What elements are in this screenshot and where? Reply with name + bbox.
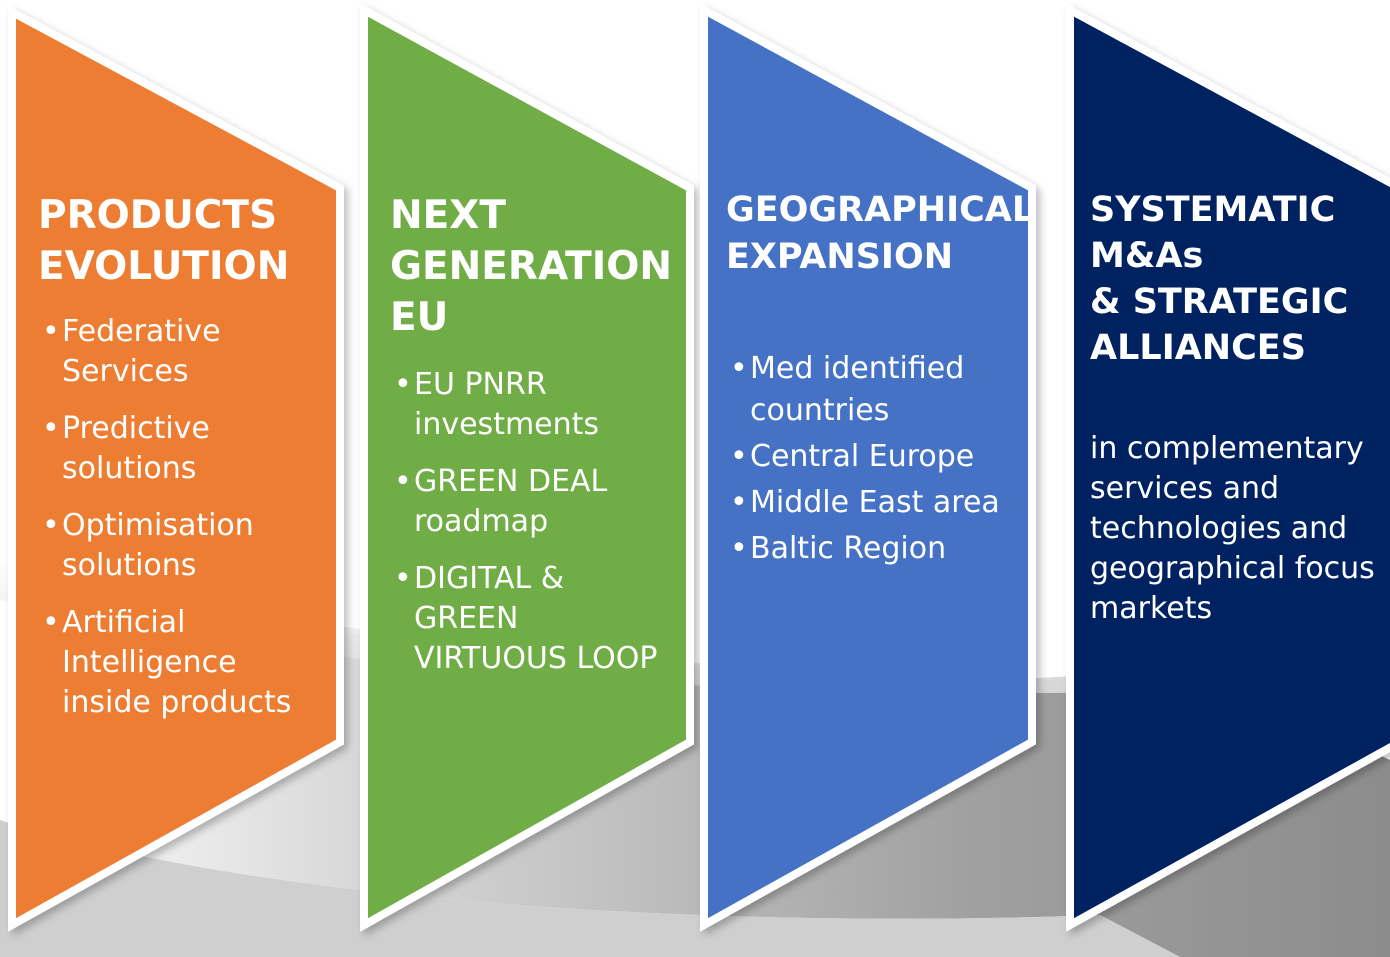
list-item-label: DIGITAL & GREEN VIRTUOUS LOOP bbox=[414, 561, 658, 676]
panel-title: PRODUCTS EVOLUTION bbox=[38, 193, 290, 289]
list-item: •Federative Services bbox=[38, 312, 338, 392]
list-item: •Predictive solutions bbox=[38, 409, 338, 489]
list-item: •GREEN DEAL roadmap bbox=[390, 462, 690, 542]
bullet-icon: • bbox=[394, 561, 412, 596]
list-item-label: EU PNRR investments bbox=[414, 367, 600, 442]
panel-title: NEXT GENERATION EU bbox=[390, 193, 673, 340]
bullet-icon: • bbox=[42, 508, 60, 543]
panel-title: GEOGRAPHICAL EXPANSION bbox=[726, 190, 1035, 277]
bullet-icon: • bbox=[730, 439, 748, 474]
list-item: •Central Europe bbox=[726, 436, 1026, 478]
bullet-icon: • bbox=[42, 605, 60, 640]
list-item-label: Federative Services bbox=[62, 314, 221, 389]
list-item-label: GREEN DEAL roadmap bbox=[414, 464, 608, 539]
panel-next-generation-eu-shape bbox=[360, 3, 694, 932]
bullet-icon: • bbox=[730, 351, 748, 386]
bullet-list: •Med identified countries •Central Europ… bbox=[726, 348, 1026, 570]
bullet-icon: • bbox=[42, 411, 60, 446]
list-item: •DIGITAL & GREEN VIRTUOUS LOOP bbox=[390, 559, 690, 679]
panel-products-evolution: PRODUCTS EVOLUTION •Federative Services … bbox=[38, 190, 338, 740]
panel-next-generation-eu: NEXT GENERATION EU •EU PNRR investments … bbox=[390, 190, 690, 696]
list-item: •Baltic Region bbox=[726, 528, 1026, 570]
list-item: •EU PNRR investments bbox=[390, 365, 690, 445]
panel-products-evolution-shape bbox=[8, 5, 344, 932]
list-item-label: Baltic Region bbox=[750, 531, 947, 566]
list-item: •Middle East area bbox=[726, 482, 1026, 524]
list-item-label: Predictive solutions bbox=[62, 411, 210, 486]
bullet-icon: • bbox=[394, 464, 412, 499]
list-item-label: Central Europe bbox=[750, 439, 975, 474]
bullet-list: •Federative Services •Predictive solutio… bbox=[38, 312, 338, 723]
panel-systematic-alliances-shape bbox=[1066, 3, 1390, 932]
bullet-list: •EU PNRR investments •GREEN DEAL roadmap… bbox=[390, 365, 690, 679]
list-item-label: Optimisation solutions bbox=[62, 508, 254, 583]
list-item: •Med identified countries bbox=[726, 348, 1026, 432]
panel-geographical-expansion-shape bbox=[700, 3, 1036, 932]
panel-description: in complementary services and technologi… bbox=[1090, 431, 1375, 626]
bullet-icon: • bbox=[42, 314, 60, 349]
list-item: •Optimisation solutions bbox=[38, 506, 338, 586]
list-item-label: Middle East area bbox=[750, 485, 1000, 520]
panel-systematic-alliances: SYSTEMATIC M&As & STRATEGIC ALLIANCES in… bbox=[1090, 187, 1385, 629]
bullet-icon: • bbox=[394, 367, 412, 402]
list-item-label: Med identified countries bbox=[750, 351, 965, 428]
panel-geographical-expansion: GEOGRAPHICAL EXPANSION •Med identified c… bbox=[726, 187, 1035, 574]
list-item-label: Artificial Intelligence inside products bbox=[62, 605, 292, 720]
bullet-icon: • bbox=[730, 485, 748, 520]
list-item: •Artificial Intelligence inside products bbox=[38, 603, 338, 723]
bullet-icon: • bbox=[730, 531, 748, 566]
panel-title: SYSTEMATIC M&As & STRATEGIC ALLIANCES bbox=[1090, 190, 1349, 368]
